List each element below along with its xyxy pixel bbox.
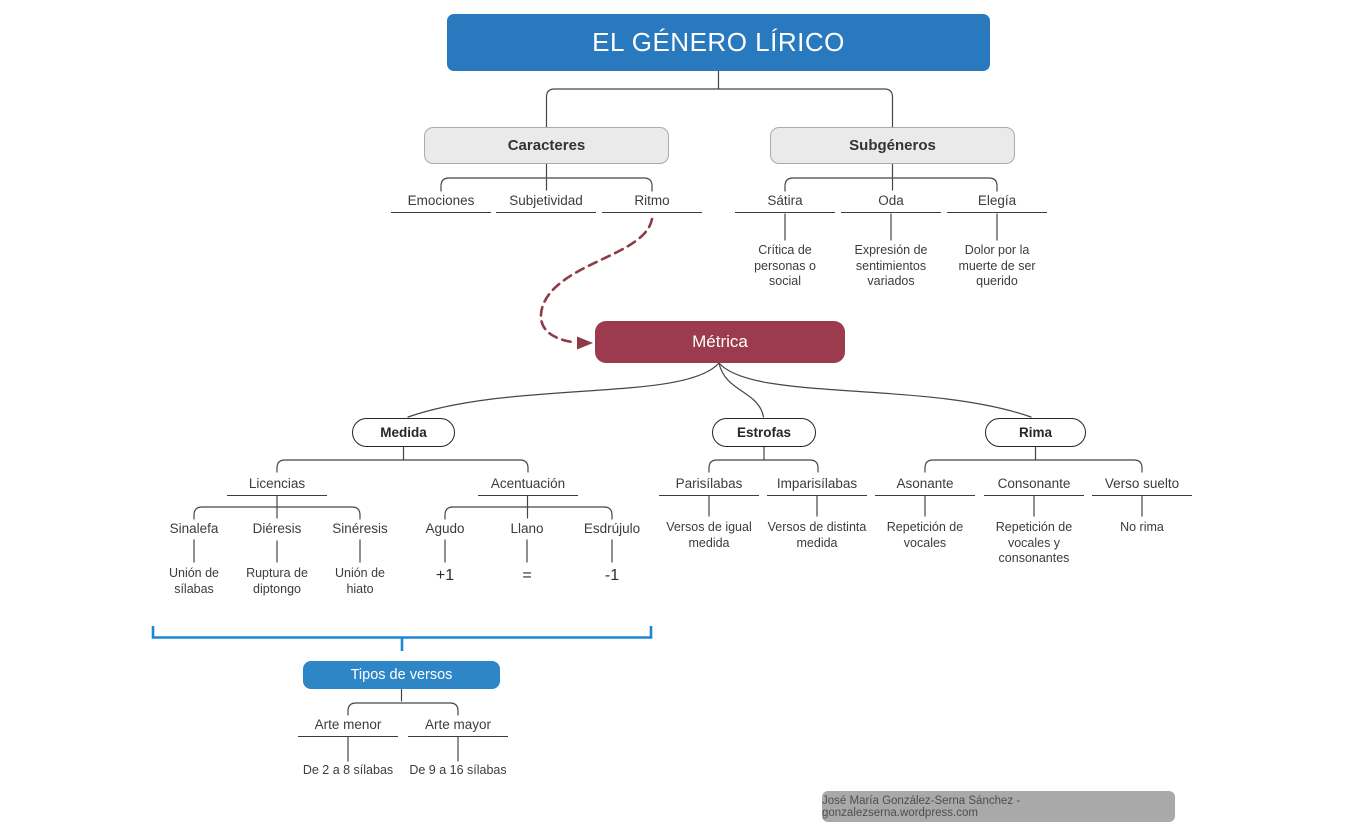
dieresis-label: Diéresis <box>252 521 302 536</box>
asonante-label: Asonante <box>875 476 975 496</box>
imparisilabas-description: Versos de distinta medida <box>767 520 867 550</box>
dieresis-description: Ruptura de diptongo <box>246 566 308 596</box>
consonante-label: Consonante <box>984 476 1084 496</box>
agudo-label: Agudo <box>425 521 465 536</box>
oda-label: Oda <box>841 193 941 213</box>
arte-mayor-description: De 9 a 16 sílabas <box>409 763 507 777</box>
llano-label: Llano <box>510 521 544 536</box>
agudo-value: +1 <box>435 567 455 584</box>
oda-description: Expresión de sentimientos variados <box>854 243 928 288</box>
licencias-label: Licencias <box>227 476 327 496</box>
elegia-label: Elegía <box>947 193 1047 213</box>
subgeneros-node: Subgéneros <box>770 127 1015 164</box>
root-node: EL GÉNERO LÍRICO <box>447 14 990 71</box>
sinalefa-label: Sinalefa <box>169 521 219 536</box>
medida-underbrace <box>151 626 653 651</box>
satira-description: Crítica de personas o social <box>754 243 816 288</box>
metrica-node: Métrica <box>595 321 845 363</box>
ritmo-label: Ritmo <box>602 193 702 213</box>
parisilabas-description: Versos de igual medida <box>666 520 752 550</box>
sinalefa-description: Unión de sílabas <box>168 566 220 596</box>
satira-label: Sátira <box>735 193 835 213</box>
rima-node: Rima <box>985 418 1086 447</box>
arte-mayor-label: Arte mayor <box>408 717 508 737</box>
parisilabas-label: Parisílabas <box>659 476 759 496</box>
sineresis-description: Unión de hiato <box>334 566 386 596</box>
elegia-description: Dolor por la muerte de ser querido <box>958 243 1036 288</box>
verso-suelto-label: Verso suelto <box>1092 476 1192 496</box>
verso-suelto-description: No rima <box>1120 520 1164 534</box>
acentuacion-label: Acentuación <box>478 476 578 496</box>
arte-menor-description: De 2 a 8 sílabas <box>302 763 394 777</box>
esdrujulo-value: -1 <box>604 567 620 584</box>
estrofas-node: Estrofas <box>712 418 816 447</box>
arte-menor-label: Arte menor <box>298 717 398 737</box>
consonante-description: Repetición de vocales y consonantes <box>995 520 1073 565</box>
sineresis-label: Sinéresis <box>332 521 388 536</box>
tipos-de-versos-node: Tipos de versos <box>303 661 500 689</box>
imparisilabas-label: Imparisílabas <box>767 476 867 496</box>
medida-node: Medida <box>352 418 455 447</box>
esdrujulo-label: Esdrújulo <box>583 521 641 536</box>
credit-badge: José María González-Serna Sánchez - gonz… <box>822 791 1175 822</box>
emociones-label: Emociones <box>391 193 491 213</box>
subjetividad-label: Subjetividad <box>496 193 596 213</box>
caracteres-node: Caracteres <box>424 127 669 164</box>
llano-value: = <box>522 567 532 584</box>
asonante-description: Repetición de vocales <box>886 520 964 550</box>
